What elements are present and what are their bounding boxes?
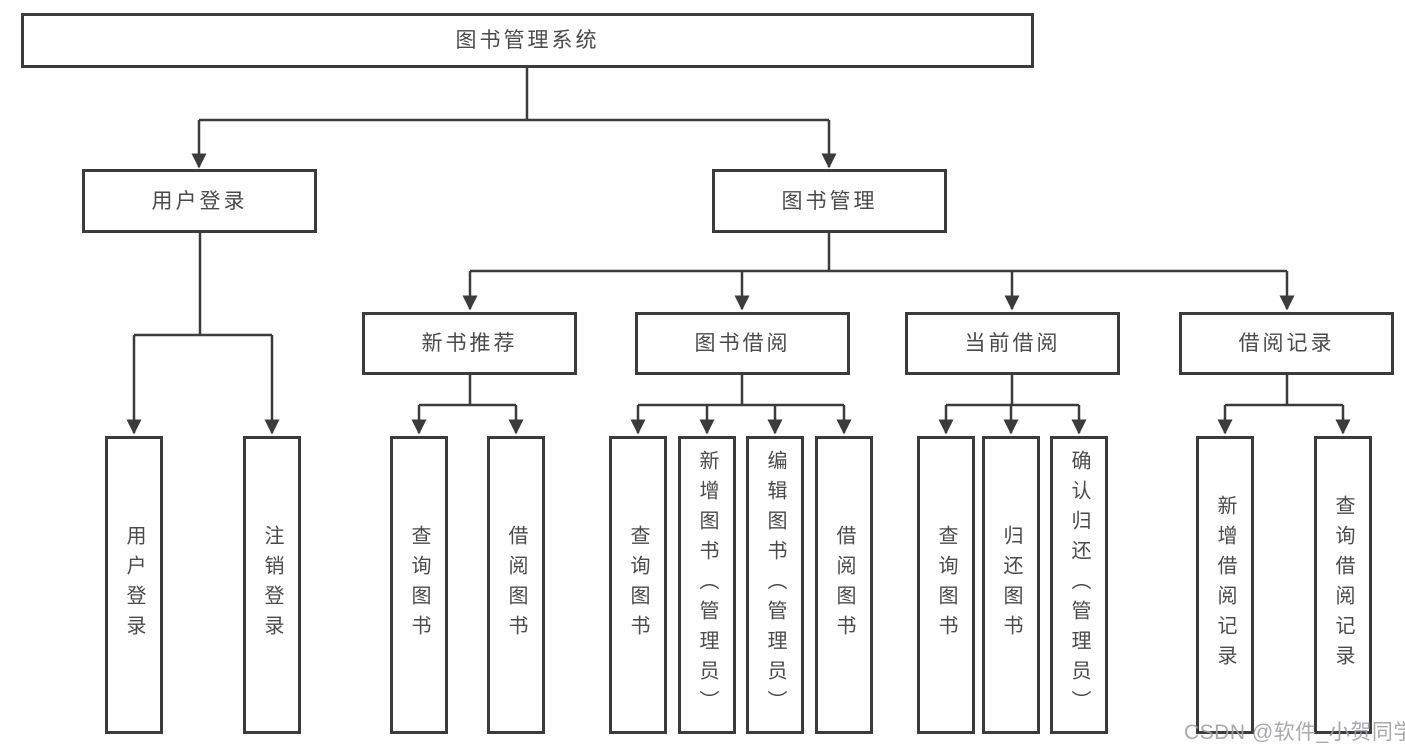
edge-book-management-children: [462, 233, 1295, 311]
node-label: 借阅图书: [505, 525, 527, 645]
leaf-return-books: 归还图书: [982, 436, 1040, 734]
node-label: 注销登录: [261, 525, 283, 645]
node-label: 当前借阅: [964, 332, 1061, 355]
node-label: 借阅图书: [833, 525, 855, 645]
leaf-borrow-books-recommend: 借阅图书: [487, 436, 545, 734]
node-book-borrowing: 图书借阅: [635, 312, 850, 375]
node-label: 借阅记录: [1238, 332, 1335, 355]
node-label: 确认归还（管理员）: [1068, 450, 1090, 720]
node-user-login: 用户登录: [82, 169, 317, 233]
node-label: 图书管理: [781, 189, 878, 213]
node-label: 查询图书: [627, 525, 649, 645]
node-label: 图书管理系统: [455, 29, 600, 52]
edge-user-login-children: [126, 233, 280, 435]
node-label: 新书推荐: [421, 332, 518, 355]
node-label: 查询图书: [935, 525, 957, 645]
leaf-query-borrow-record: 查询借阅记录: [1314, 436, 1372, 734]
node-current-borrowing: 当前借阅: [905, 312, 1120, 375]
leaf-query-books-borrowing: 查询图书: [609, 436, 667, 734]
node-book-management: 图书管理: [712, 169, 947, 233]
edge-root-to-level2: [191, 68, 837, 169]
node-label: 新增图书（管理员）: [696, 450, 718, 720]
node-label: 查询图书: [408, 525, 430, 645]
leaf-borrow-books: 借阅图书: [815, 436, 873, 734]
leaf-confirm-return-admin: 确认归还（管理员）: [1050, 436, 1108, 734]
leaf-edit-books-admin: 编辑图书（管理员）: [746, 436, 804, 734]
node-label: 图书借阅: [694, 332, 791, 355]
leaf-query-books-recommend: 查询图书: [390, 436, 448, 734]
node-label: 归还图书: [1000, 525, 1022, 645]
node-borrowing-records: 借阅记录: [1179, 312, 1394, 375]
node-root-system: 图书管理系统: [21, 13, 1034, 68]
leaf-logout: 注销登录: [243, 436, 301, 734]
node-label: 用户登录: [123, 525, 145, 645]
node-label: 用户登录: [151, 189, 248, 213]
leaf-add-borrow-record: 新增借阅记录: [1196, 436, 1254, 734]
edge-borrowing-records-children: [1217, 375, 1351, 435]
leaf-query-books-current: 查询图书: [917, 436, 975, 734]
edge-current-borrowing-children: [938, 375, 1087, 435]
node-label: 新增借阅记录: [1214, 495, 1236, 675]
node-new-book-recommend: 新书推荐: [362, 312, 577, 375]
leaf-user-login: 用户登录: [105, 436, 163, 734]
edge-new-book-recommend-children: [411, 375, 524, 435]
node-label: 查询借阅记录: [1332, 495, 1354, 675]
leaf-add-books-admin: 新增图书（管理员）: [678, 436, 736, 734]
csdn-watermark: CSDN @软件_小贺同学: [1184, 721, 1405, 744]
node-label: 编辑图书（管理员）: [764, 450, 786, 720]
edge-book-borrowing-children: [630, 375, 852, 435]
